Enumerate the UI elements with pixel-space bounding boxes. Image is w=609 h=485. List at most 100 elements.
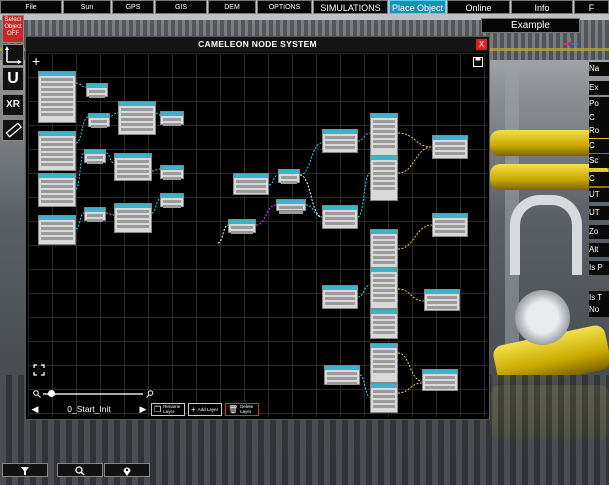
graph-node[interactable]: [324, 365, 360, 385]
graph-node[interactable]: [432, 135, 468, 159]
node-wire: [357, 132, 371, 142]
node-wire: [299, 174, 323, 218]
node-port-row: [327, 382, 357, 385]
node-graph-canvas[interactable]: [28, 53, 487, 417]
graph-node[interactable]: [370, 383, 398, 413]
node-header: [87, 84, 107, 88]
graph-node[interactable]: [114, 153, 152, 181]
graph-node[interactable]: [228, 219, 256, 234]
menu-sun[interactable]: Sun: [63, 0, 111, 14]
node-wire: [268, 174, 279, 186]
menu-gis[interactable]: GIS: [155, 0, 207, 14]
node-header: [371, 310, 397, 314]
graph-node[interactable]: [233, 173, 269, 195]
location-button[interactable]: [104, 463, 150, 477]
node-port-row: [373, 279, 395, 282]
zoom-handle[interactable]: [48, 390, 55, 397]
graph-node[interactable]: [86, 83, 108, 98]
zoom-track[interactable]: [43, 393, 143, 395]
menu-info[interactable]: Info: [511, 0, 573, 14]
node-wire: [255, 204, 277, 226]
graph-node[interactable]: [276, 199, 306, 214]
node-port-row: [427, 306, 457, 309]
menu-f[interactable]: F: [574, 0, 609, 14]
graph-node[interactable]: [424, 289, 460, 311]
search-button[interactable]: [57, 463, 103, 477]
menu-file[interactable]: File: [0, 0, 62, 14]
node-port-row: [327, 377, 357, 380]
select-object-toggle[interactable]: Select Object OFF: [2, 15, 24, 43]
node-wire: [75, 82, 87, 88]
node-port-row: [163, 200, 181, 203]
graph-node[interactable]: [322, 205, 358, 229]
axis-gizmo-icon[interactable]: [560, 35, 580, 51]
menu-options[interactable]: OPTIONS: [257, 0, 312, 14]
node-port-row: [281, 181, 297, 184]
graph-node[interactable]: [160, 193, 184, 208]
graph-node[interactable]: [432, 213, 468, 237]
node-port-row: [373, 182, 395, 185]
delete-layer-button[interactable]: 🗑 Delete Layer: [225, 402, 259, 416]
menu-place-object[interactable]: Place Object: [389, 0, 446, 14]
node-port-row: [373, 299, 395, 302]
node-port-row: [41, 180, 73, 183]
graph-node[interactable]: [88, 113, 110, 128]
node-port-row: [281, 176, 297, 179]
move-axis-tool[interactable]: [2, 44, 24, 66]
graph-node[interactable]: [370, 113, 398, 157]
menu-gps[interactable]: GPS: [112, 0, 154, 14]
node-port-row: [89, 95, 105, 98]
graph-node[interactable]: [84, 149, 106, 164]
next-layer-icon[interactable]: ▶: [139, 403, 147, 414]
node-port-row: [373, 321, 395, 324]
graph-node[interactable]: [114, 203, 152, 233]
graph-node[interactable]: [84, 207, 106, 222]
ruler-tool[interactable]: [2, 119, 24, 141]
filter-button[interactable]: [2, 463, 48, 477]
graph-node[interactable]: [370, 267, 398, 309]
graph-node[interactable]: [160, 111, 184, 126]
save-icon[interactable]: [473, 57, 483, 67]
menu-online[interactable]: Online: [447, 0, 510, 14]
xr-button[interactable]: XR: [2, 94, 24, 116]
node-header: [161, 112, 183, 116]
node-system-window[interactable]: CAMELEON NODE SYSTEM X + ◀ 0_Start_Init …: [25, 36, 490, 420]
node-port-row: [41, 195, 73, 198]
close-button[interactable]: X: [476, 39, 487, 50]
graph-node[interactable]: [322, 285, 358, 309]
fit-view-icon[interactable]: [33, 364, 45, 376]
graph-node[interactable]: [422, 369, 458, 391]
example-dropdown[interactable]: Example: [481, 18, 580, 33]
node-port-row: [325, 302, 355, 305]
graph-node[interactable]: [370, 155, 398, 201]
graph-node[interactable]: [370, 229, 398, 269]
node-wire: [151, 198, 161, 214]
graph-node[interactable]: [38, 215, 76, 245]
node-port-row: [163, 118, 181, 121]
add-node-icon[interactable]: +: [32, 53, 41, 69]
add-layer-button[interactable]: + Add Layer: [188, 402, 222, 416]
node-header: [433, 136, 467, 140]
magnet-snap-tool[interactable]: U: [2, 67, 24, 91]
rename-layer-button[interactable]: ❐ Rename Layer: [151, 402, 185, 416]
graph-node[interactable]: [38, 131, 76, 171]
node-port-row: [117, 210, 149, 213]
graph-node[interactable]: [160, 165, 184, 180]
menu-simulations[interactable]: SIMULATIONS: [313, 0, 388, 14]
node-port-row: [373, 261, 395, 264]
node-port-row: [117, 220, 149, 223]
graph-node[interactable]: [278, 169, 300, 184]
graph-node[interactable]: [38, 173, 76, 207]
previous-layer-icon[interactable]: ◀: [31, 403, 39, 414]
menu-dem[interactable]: DEM: [208, 0, 256, 14]
zoom-slider[interactable]: [33, 390, 155, 398]
node-port-row: [41, 153, 73, 156]
node-port-row: [117, 225, 149, 228]
node-wire: [359, 374, 371, 398]
graph-node[interactable]: [118, 101, 156, 135]
graph-node[interactable]: [370, 309, 398, 339]
graph-node[interactable]: [370, 343, 398, 383]
graph-node[interactable]: [322, 129, 358, 153]
graph-node[interactable]: [38, 71, 76, 123]
